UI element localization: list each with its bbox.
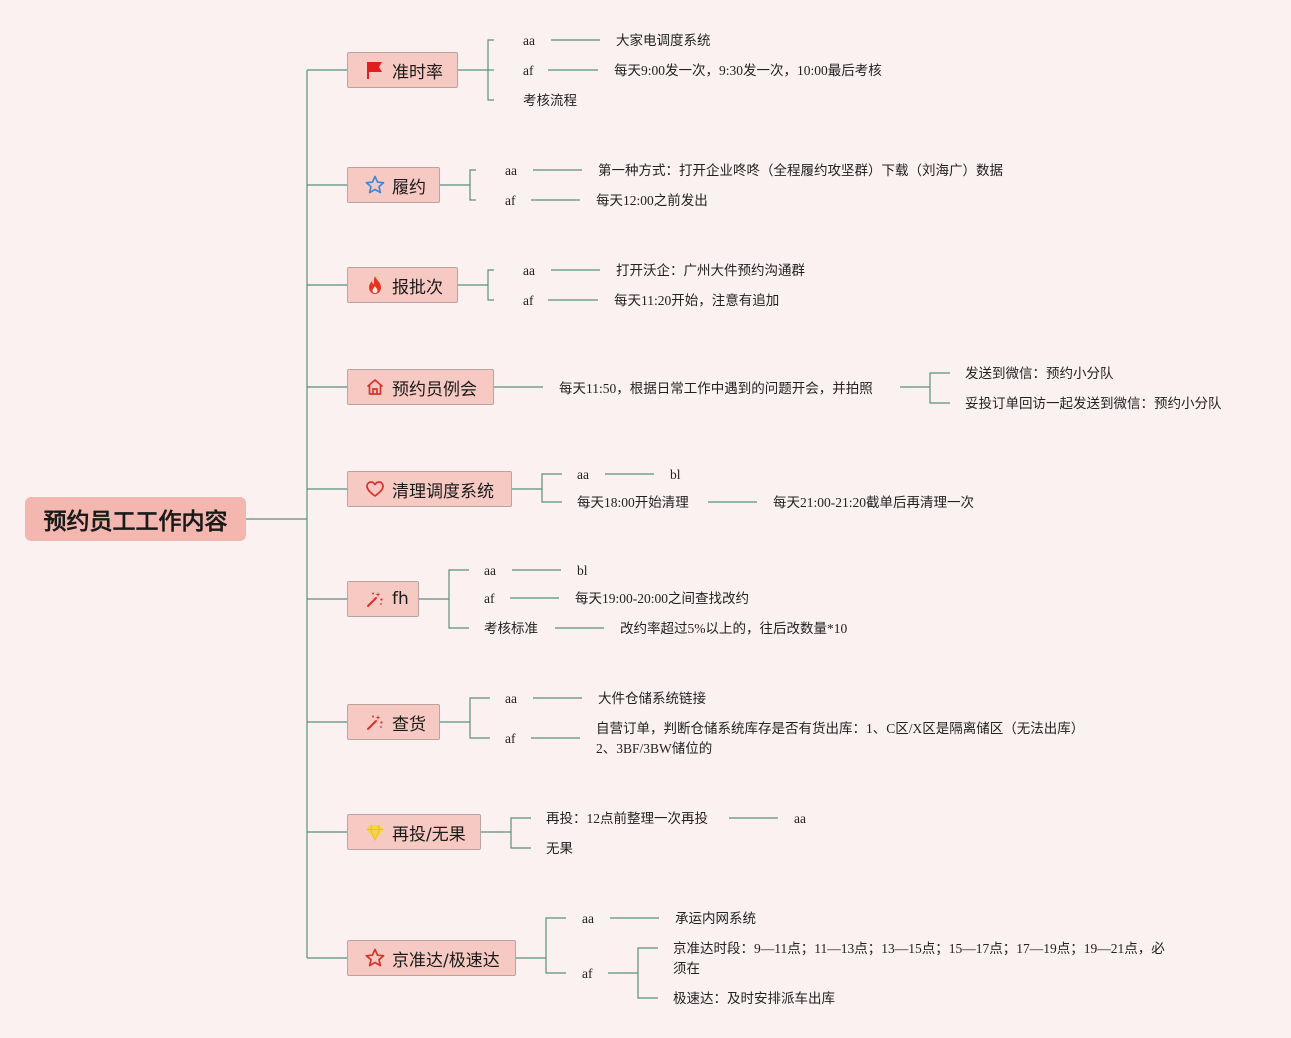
leaf-label: af	[582, 966, 593, 981]
star-outline-icon	[364, 174, 386, 196]
leaf-value: bl	[577, 563, 588, 578]
leaf-value: 发送到微信：预约小分队	[965, 366, 1114, 381]
leaf-label: 无果	[546, 841, 573, 856]
leaf-value: 每天11:20开始，注意有追加	[614, 293, 780, 308]
branch-fulfillment[interactable]: 履约	[347, 167, 440, 203]
gem-icon	[364, 821, 386, 843]
branch-jingzhunda[interactable]: 京准达/极速达	[347, 940, 516, 976]
branch-label: 查货	[392, 714, 426, 735]
branch-fh[interactable]: fh	[347, 581, 419, 617]
leaf-value: 大件仓储系统链接	[598, 691, 706, 706]
leaf-value: 打开沃企：广州大件预约沟通群	[616, 263, 805, 278]
leaf-value: aa	[794, 811, 806, 826]
leaf-value: 京准达时段：9—11点；11—13点；13—15点；15—17点；17—19点；…	[673, 941, 1165, 976]
branch-label: 京准达/极速达	[392, 950, 500, 971]
leaf-value: 承运内网系统	[675, 911, 756, 926]
leaf-label: af	[505, 731, 516, 746]
leaf-value: 妥投订单回访一起发送到微信：预约小分队	[965, 396, 1222, 411]
branch-label: 预约员例会	[392, 379, 477, 400]
leaf-value: 每天12:00之前发出	[596, 193, 708, 208]
branch-check-goods[interactable]: 查货	[347, 704, 440, 740]
branch-on-time-rate[interactable]: 准时率	[347, 52, 458, 88]
leaf-value: 每天21:00-21:20截单后再清理一次	[773, 495, 974, 510]
fire-icon	[364, 274, 386, 296]
branch-label: 再投/无果	[392, 824, 466, 845]
leaf-label: af	[523, 293, 534, 308]
star-red-icon	[364, 947, 386, 969]
magic-wand-icon	[364, 711, 386, 733]
leaf-value: 自营订单，判断仓储系统库存是否有货出库：1、C区/X区是隔离储区（无法出库）2、…	[596, 721, 1078, 756]
leaf-value: 每天9:00发一次，9:30发一次，10:00最后考核	[614, 63, 882, 78]
branch-daily-meeting[interactable]: 预约员例会	[347, 369, 494, 405]
leaf-value: 每天19:00-20:00之间查找改约	[575, 591, 749, 606]
leaf-value: 大家电调度系统	[616, 33, 711, 48]
magic-wand-icon	[364, 588, 386, 610]
branch-label: 报批次	[392, 277, 443, 298]
branch-label: 准时率	[392, 62, 443, 83]
branch-label: fh	[392, 589, 409, 609]
leaf-label: 考核标准	[484, 621, 538, 636]
leaf-label: 每天18:00开始清理	[577, 495, 689, 510]
leaf-value: 极速达：及时安排派车出库	[673, 991, 835, 1006]
branch-redelivery[interactable]: 再投/无果	[347, 814, 481, 850]
leaf-label: af	[523, 63, 534, 78]
branch-clean-dispatch[interactable]: 清理调度系统	[347, 471, 512, 507]
leaf-label: aa	[577, 467, 589, 482]
leaf-label: aa	[582, 911, 594, 926]
leaf-label: aa	[523, 33, 535, 48]
branch-batch-report[interactable]: 报批次	[347, 267, 458, 303]
leaf-label: aa	[484, 563, 496, 578]
leaf-value: 改约率超过5%以上的，往后改数量*10	[620, 621, 848, 636]
root-label: 预约员工工作内容	[43, 509, 228, 535]
leaf-label: af	[505, 193, 516, 208]
leaf-label: 每天11:50，根据日常工作中遇到的问题开会，并拍照	[559, 381, 873, 396]
branch-label: 清理调度系统	[392, 481, 494, 502]
leaf-value: 第一种方式：打开企业咚咚（全程履约攻坚群）下载（刘海广）数据	[598, 163, 1003, 178]
red-flag-icon	[364, 59, 386, 81]
branch-label: 履约	[392, 177, 426, 198]
home-icon	[364, 376, 386, 398]
leaf-label: aa	[523, 263, 535, 278]
root-topic[interactable]: 预约员工工作内容	[25, 497, 246, 541]
leaf-label: 再投：12点前整理一次再投	[546, 811, 708, 826]
leaf-label: af	[484, 591, 495, 606]
leaf-label: 考核流程	[523, 93, 577, 108]
leaf-label: aa	[505, 691, 517, 706]
leaf-value: bl	[670, 467, 681, 482]
leaf-label: aa	[505, 163, 517, 178]
heart-icon	[364, 478, 386, 500]
